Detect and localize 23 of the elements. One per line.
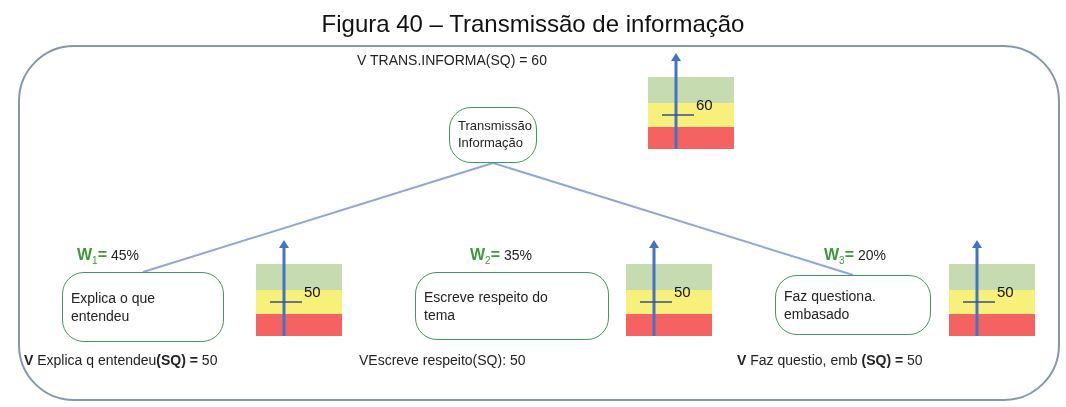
frame-box (18, 45, 1060, 401)
weight-label: W$_{1}$= 45% (77, 246, 139, 266)
rounded-box (415, 272, 609, 340)
connector-line (492, 162, 854, 276)
value-label: V TRANS.INFORMA(SQ) = 60 (357, 52, 547, 68)
connector-line (142, 162, 494, 273)
value-label: VEscreve respeito(SQ): 50 (359, 352, 526, 368)
figure-title: Figura 40 – Transmissão de informação (320, 10, 746, 38)
value-label: V Explica q entendeu(SQ) = 50 (24, 352, 218, 368)
node-text: Explica o que entendeu (71, 288, 157, 326)
weight-label: W$_{2}$= 35% (470, 246, 532, 266)
node-text: Faz questiona. embasado (784, 286, 877, 324)
gauge-value: 50 (674, 283, 691, 300)
gauge-value: 60 (696, 96, 713, 113)
gauge-value: 50 (304, 283, 321, 300)
rounded-box (449, 107, 537, 163)
rounded-box (775, 275, 931, 335)
value-label: V Faz questio, emb (SQ) = 50 (737, 352, 923, 368)
node-text: Transmissão Informação (458, 118, 532, 152)
weight-label: W$_{3}$= 20% (824, 246, 886, 266)
rounded-box (62, 272, 224, 342)
gauge-value: 50 (997, 283, 1014, 300)
node-text: Escreve respeito do tema (424, 287, 549, 325)
